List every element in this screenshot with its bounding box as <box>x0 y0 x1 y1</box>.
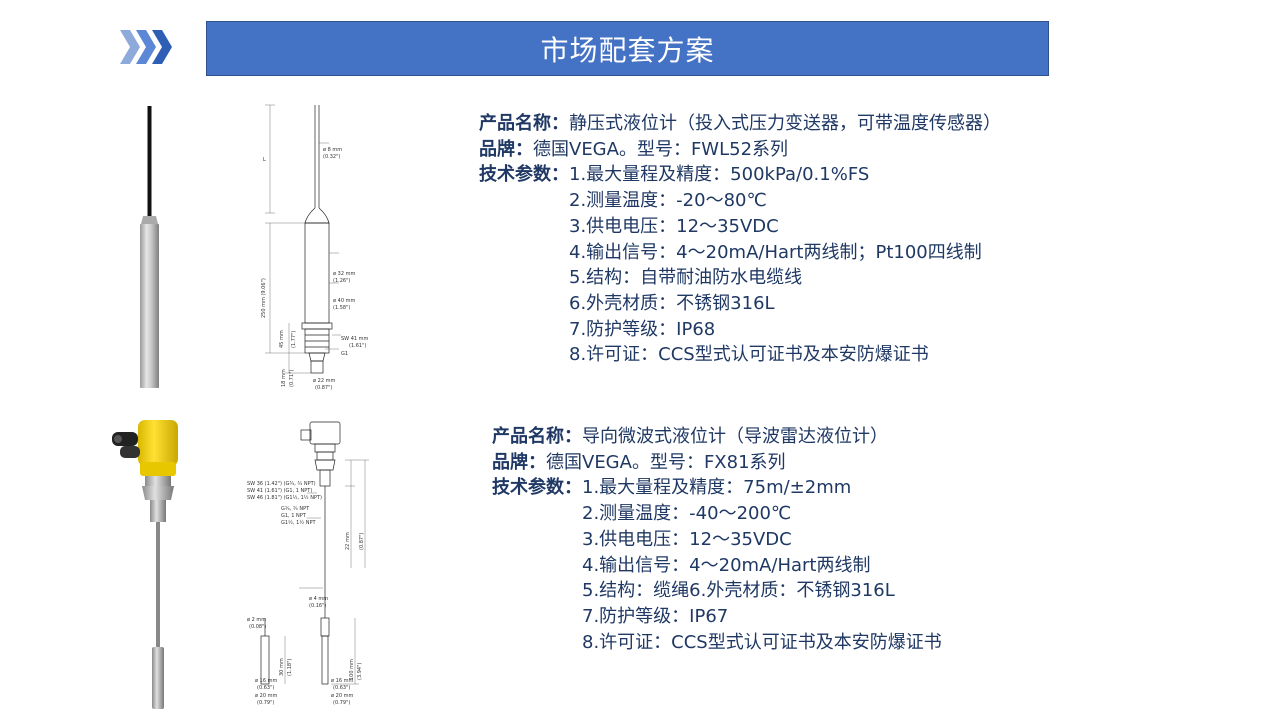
product-1-spec: 产品名称：静压式液位计（投入式压力变送器，可带温度传感器） 品牌：德国VEGA。… <box>479 111 1001 368</box>
product-name: 导向微波式液位计（导波雷达液位计） <box>582 426 888 447</box>
product-1-photo <box>140 106 159 388</box>
title-bar: 市场配套方案 <box>206 21 1049 76</box>
dim-d16-left-in-label: (0.63") <box>257 685 274 691</box>
param-item: 6.外壳材质：不锈钢316L <box>569 292 775 314</box>
dim-d2-label: ø 2 mm <box>247 617 266 623</box>
product-name-row: 产品名称：静压式液位计（投入式压力变送器，可带温度传感器） <box>479 111 1001 137</box>
dim-g1-label: G1, 1 NPT <box>281 513 307 519</box>
dim-d22-in-label: (0.87") <box>315 385 332 391</box>
param-item: 2.测量温度：-40～200℃ <box>582 503 792 525</box>
param-item: 2.测量温度：-20～80℃ <box>569 190 767 212</box>
product-name-row: 产品名称：导向微波式液位计（导波雷达液位计） <box>492 424 942 450</box>
param-item: 5.结构：自带耐油防水电缆线 <box>569 267 803 289</box>
dim-h30-label: 30 mm <box>279 658 285 676</box>
dim-sw36-label: SW 36 (1.42") (G¾, ¾ NPT) <box>247 481 316 487</box>
dim-g112-label: G1½, 1½ NPT <box>281 519 316 526</box>
product-name-label: 产品名称： <box>479 113 569 134</box>
param-item: 1.最大量程及精度：500kPa/0.1%FS <box>569 164 870 186</box>
dim-d32-label: ø 32 mm <box>333 271 355 277</box>
dim-h22-in-label: (0.87") <box>359 533 365 550</box>
dim-sw41-label: SW 41 (1.61") (G1, 1 NPT) <box>247 488 312 494</box>
brand-value: 德国VEGA。型号：FX81系列 <box>546 451 786 473</box>
tech-params-list: 1.最大量程及精度：500kPa/0.1%FS 2.测量温度：-20～80℃ 3… <box>569 162 982 368</box>
tech-params-label: 技术参数： <box>492 477 582 499</box>
dim-d16-right-in-label: (0.63") <box>333 685 350 691</box>
dim-d16-left-label: ø 16 mm <box>255 678 277 684</box>
dim-h45-label: 45 mm <box>279 330 285 348</box>
dim-l-label: L <box>263 157 266 163</box>
param-item: 5.结构：缆绳6.外壳材质：不锈钢316L <box>582 580 895 602</box>
param-item: 3.供电电压：12～35VDC <box>569 215 779 237</box>
product-2-drawing: SW 36 (1.42") (G¾, ¾ NPT) SW 41 (1.61") … <box>247 421 369 706</box>
product-2-spec: 产品名称：导向微波式液位计（导波雷达液位计） 品牌：德国VEGA。型号：FX81… <box>492 424 942 655</box>
dim-d40-label: ø 40 mm <box>333 298 355 304</box>
dim-d20-right-in-label: (0.79") <box>333 700 350 706</box>
tech-params-row: 技术参数： 1.最大量程及精度：500kPa/0.1%FS 2.测量温度：-20… <box>479 162 1001 368</box>
dim-d20-right-label: ø 20 mm <box>331 693 353 699</box>
dim-h30-in-label: (1.18") <box>287 659 293 676</box>
dim-h22-label: 22 mm <box>345 532 351 550</box>
dim-h45-in-label: (1.77") <box>291 331 297 348</box>
dim-sw41-in-label: (1.61") <box>349 343 366 349</box>
dim-d40-in-label: (1.58") <box>333 305 350 311</box>
brand-label: 品牌： <box>492 451 546 473</box>
dim-d20-left-in-label: (0.79") <box>257 700 274 706</box>
brand-row: 品牌：德国VEGA。型号：FX81系列 <box>492 450 942 476</box>
dim-h18-label: 18 mm <box>281 369 287 387</box>
product-name: 静压式液位计（投入式压力变送器，可带温度传感器） <box>569 113 1001 134</box>
dim-d22-label: ø 22 mm <box>313 378 335 384</box>
dim-g1-label: G1 <box>341 351 348 357</box>
param-item: 4.输出信号：4～20mA/Hart两线制 <box>582 554 871 576</box>
dim-d2-in-label: (0.08") <box>249 624 266 630</box>
dim-d4-label: ø 4 mm <box>309 596 328 602</box>
dim-d8-label: ø 8 mm <box>323 147 342 153</box>
page-title: 市场配套方案 <box>540 33 715 67</box>
param-item: 4.输出信号：4～20mA/Hart两线制；Pt100四线制 <box>569 241 982 263</box>
dim-d16-right-label: ø 16 mm <box>331 678 353 684</box>
brand-value: 德国VEGA。型号：FWL52系列 <box>533 138 789 160</box>
dim-h250-label: 250 mm (9.06") <box>261 278 267 318</box>
product-2-photo <box>112 420 178 709</box>
product-1-drawing: L ø 8 mm (0.32") ø 32 mm (1.26") ø 40 mm… <box>261 104 369 391</box>
chevron-triple-icon <box>120 30 172 64</box>
dim-h100-label: 100 mm <box>349 659 355 680</box>
dim-sw41-label: SW 41 mm <box>341 336 369 342</box>
param-item: 1.最大量程及精度：75m/±2mm <box>582 477 852 499</box>
tech-params-row: 技术参数： 1.最大量程及精度：75m/±2mm 2.测量温度：-40～200℃… <box>492 475 942 655</box>
param-item: 3.供电电压：12～35VDC <box>582 528 792 550</box>
product-name-label: 产品名称： <box>492 426 582 447</box>
tech-params-list: 1.最大量程及精度：75m/±2mm 2.测量温度：-40～200℃ 3.供电电… <box>582 475 942 655</box>
dim-d4-in-label: (0.16") <box>309 603 326 609</box>
tech-params-label: 技术参数： <box>479 164 569 186</box>
dim-d8-in-label: (0.32") <box>323 154 340 160</box>
param-item: 8.许可证：CCS型式认可证书及本安防爆证书 <box>582 631 942 653</box>
param-item: 7.防护等级：IP68 <box>569 318 716 340</box>
dim-d32-in-label: (1.26") <box>333 278 350 284</box>
param-item: 8.许可证：CCS型式认可证书及本安防爆证书 <box>569 344 929 366</box>
brand-label: 品牌： <box>479 138 533 160</box>
dim-h18-in-label: (0.71") <box>289 370 295 387</box>
dim-d20-left-label: ø 20 mm <box>255 693 277 699</box>
dim-sw46-label: SW 46 (1.81") (G1½, 1½ NPT) <box>247 494 322 501</box>
brand-row: 品牌：德国VEGA。型号：FWL52系列 <box>479 137 1001 163</box>
param-item: 7.防护等级：IP67 <box>582 605 729 627</box>
dim-g34-label: G¾, ¾ NPT <box>281 506 310 512</box>
dim-h100-in-label: (3.94") <box>357 663 363 680</box>
